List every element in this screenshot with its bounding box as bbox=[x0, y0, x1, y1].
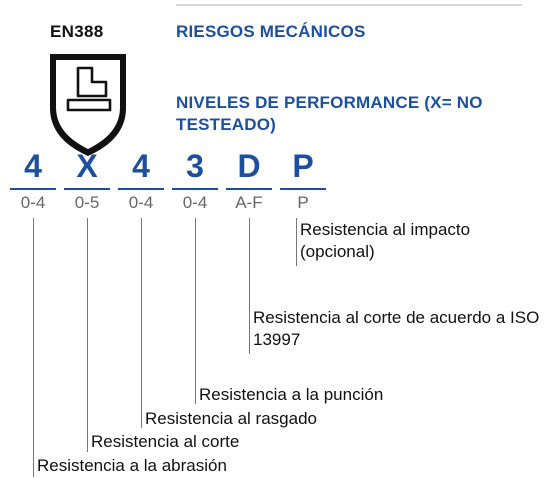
code-underline bbox=[118, 188, 164, 190]
code-underline bbox=[172, 188, 218, 190]
code-underline bbox=[280, 188, 326, 190]
code-impact: P bbox=[292, 148, 314, 184]
desc-iso-cut: Resistencia al corte de acuerdo a ISO 13… bbox=[253, 308, 540, 349]
code-puncture: 3 bbox=[186, 148, 204, 184]
leader-line bbox=[195, 218, 196, 404]
code-underline bbox=[226, 188, 272, 190]
desc-puncture: Resistencia a la punción bbox=[199, 385, 384, 404]
desc-abrasion: Resistencia a la abrasión bbox=[37, 456, 227, 475]
code-cut: X bbox=[76, 148, 98, 184]
code-underline bbox=[10, 188, 56, 190]
code-underline bbox=[64, 188, 110, 190]
code-iso-cut: D bbox=[237, 148, 261, 184]
top-divider bbox=[176, 4, 522, 6]
desc-cut: Resistencia al corte bbox=[91, 432, 240, 451]
range-cut: 0-5 bbox=[74, 193, 100, 212]
range-abrasion: 0-4 bbox=[20, 193, 46, 212]
range-tear: 0-4 bbox=[128, 193, 154, 212]
range-puncture: 0-4 bbox=[182, 193, 208, 212]
leader-line bbox=[87, 218, 88, 452]
leader-line bbox=[249, 218, 250, 354]
leader-line bbox=[141, 218, 142, 428]
range-iso-cut: A-F bbox=[235, 193, 263, 212]
range-impact: P bbox=[297, 193, 309, 212]
mechanical-risks-title: RIESGOS MECÁNICOS bbox=[176, 22, 366, 41]
desc-tear: Resistencia al rasgado bbox=[145, 409, 317, 428]
glove-shield-icon bbox=[50, 54, 126, 156]
standard-label: EN388 bbox=[50, 22, 104, 41]
desc-impact: Resistencia al impacto (opcional) bbox=[300, 220, 471, 261]
performance-levels-title: NIVELES DE PERFORMANCE (X= NO TESTEADO) bbox=[176, 93, 483, 134]
code-tear: 4 bbox=[132, 148, 150, 184]
leader-line bbox=[33, 218, 34, 477]
code-abrasion: 4 bbox=[24, 148, 42, 184]
leader-line bbox=[296, 218, 297, 266]
